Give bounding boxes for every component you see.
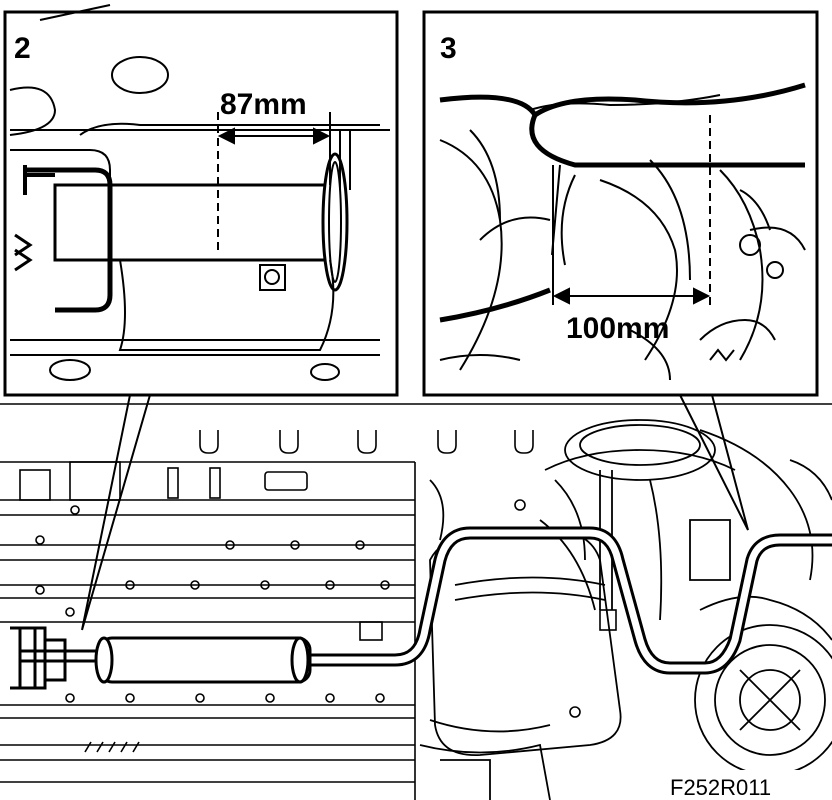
callout-leaders [81, 394, 749, 631]
detail-3: 3 100mm [422, 10, 819, 397]
detail-3-drawing [439, 82, 806, 381]
underbody-structure [0, 403, 832, 800]
detail-2: 2 87mm [3, 4, 399, 397]
fuel-tank [419, 479, 622, 800]
tailpipe [10, 626, 67, 690]
detail-2-measurement: 87mm [220, 88, 307, 121]
dimension-100mm [552, 115, 711, 305]
figure-id: F252R011 [670, 775, 771, 800]
figure-id-background [666, 770, 806, 800]
dimension-87mm [217, 112, 331, 250]
detail-3-measurement: 100mm [566, 312, 669, 345]
underbody-view [0, 403, 832, 800]
detail-2-drawing [9, 4, 390, 381]
rear-silencer [94, 636, 312, 684]
exhaust-pipe [10, 526, 832, 690]
rear-suspension [539, 419, 832, 776]
detail-3-number: 3 [440, 32, 457, 65]
detail-2-number: 2 [14, 32, 31, 65]
